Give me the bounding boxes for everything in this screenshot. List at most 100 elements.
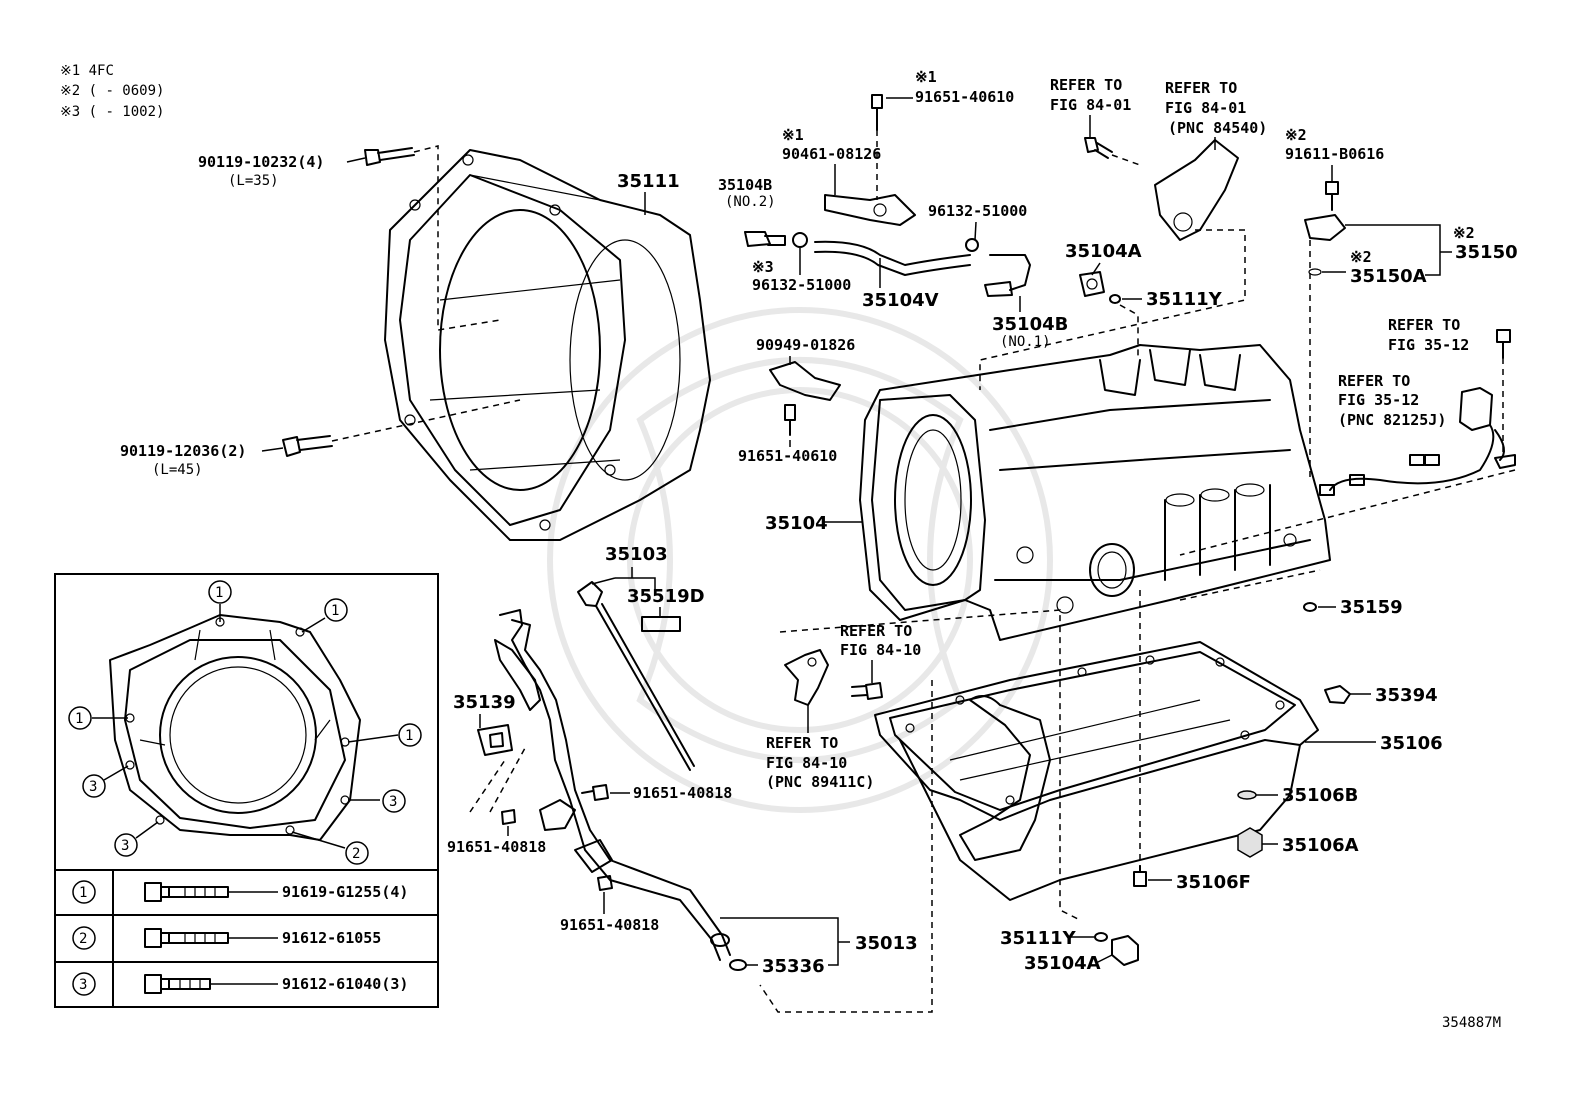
label-35104B-no1: 35104B [992, 314, 1068, 335]
tag-35519D-icon [641, 616, 681, 632]
label-91651-40818-b: 91651-40818 [447, 838, 546, 856]
wire-harness-icon [1319, 387, 1516, 496]
refer-35-12-a-line2: FIG 35-12 [1388, 336, 1469, 354]
refer-84-10-b-line3: (PNC 89411C) [766, 773, 874, 791]
sensor-89411C-icon [784, 649, 829, 706]
bolt-91651-40818-c-icon [597, 875, 613, 891]
label-35150A: 35150A [1350, 266, 1427, 287]
label-35111Y-bottom: 35111Y [1000, 928, 1077, 949]
watermark [547, 307, 1053, 813]
sensor-35150-icon [1304, 214, 1346, 241]
inset-panel: 1 1 1 1 3 3 3 2 1 91619-G1255(4) 2 [54, 573, 439, 1008]
label-35336: 35336 [762, 956, 825, 977]
label-35106: 35106 [1380, 733, 1443, 754]
inset-callout: 1 [405, 728, 413, 744]
bolt-91611-B0616-icon [1325, 181, 1339, 211]
bolt-91651-40818-a-icon [581, 784, 609, 801]
label-91651-40818-c: 91651-40818 [560, 916, 659, 934]
bolt-refer-35-12-icon [1496, 329, 1511, 359]
refer-84-10-a-line1: REFER TO [840, 622, 912, 640]
oring-35336-icon [729, 959, 747, 971]
label-90119-10232: 90119-10232(4) [198, 153, 324, 171]
label-90461-08126: 90461-08126 [782, 145, 881, 163]
note-1: ※1 4FC [60, 63, 114, 79]
label-96132-51000-b: 96132-51000 [752, 276, 851, 294]
label-91651-40610-top: 91651-40610 [915, 88, 1014, 106]
inset-callout: 3 [389, 794, 397, 810]
breather-pipe-group [744, 94, 1031, 297]
label-mark3: ※3 [752, 258, 774, 276]
bracket-90949-01826-icon [769, 361, 841, 401]
note-3: ※3 ( - 1002) [60, 104, 164, 120]
label-35103: 35103 [605, 544, 668, 565]
label-35104B-no2-sub: (NO.2) [725, 194, 776, 210]
inset-row-key: 2 [79, 931, 87, 947]
inset-row-part: 91619-G1255(4) [282, 883, 408, 901]
inset-callout: 1 [75, 711, 83, 727]
label-35013: 35013 [855, 933, 918, 954]
refer-35-12-b-line1: REFER TO [1338, 372, 1410, 390]
gasket-35394-icon [1324, 685, 1351, 704]
diagram-id: 354887M [1442, 1015, 1501, 1031]
bell-housing-35111 [384, 149, 711, 541]
inset-callout: 1 [331, 603, 339, 619]
note-2: ※2 ( - 0609) [60, 83, 164, 99]
label-mark2-b: ※2 [1453, 224, 1475, 242]
plug-35104A-bottom-icon [1111, 935, 1139, 966]
drain-plug-35106A-icon [1237, 827, 1263, 858]
dipstick-35103-icon [577, 581, 695, 771]
label-35111: 35111 [617, 171, 680, 192]
label-35150: 35150 [1455, 242, 1518, 263]
label-mark2-c: ※2 [1350, 248, 1372, 266]
refer-84-10-b-line2: FIG 84-10 [766, 754, 847, 772]
label-90119-12036-length: (L=45) [152, 462, 203, 478]
oring-35111Y-bottom-icon [1094, 932, 1108, 942]
washer-35106B-icon [1237, 790, 1257, 800]
transmission-case-35104 [859, 344, 1331, 641]
clip-35139-icon [477, 724, 513, 756]
label-mark2-a: ※2 [1285, 126, 1307, 144]
label-91651-40610-mid: 91651-40610 [738, 447, 837, 465]
bolt-refer-84-10-icon [851, 682, 883, 700]
notes: ※1 4FC ※2 ( - 0609) ※3 ( - 1002) [60, 63, 164, 120]
refer-35-12-b-line2: FIG 35-12 [1338, 391, 1419, 409]
inset-row-key: 3 [79, 977, 87, 993]
label-mark1-a: ※1 [782, 126, 804, 144]
refer-84-01-a-line2: FIG 84-01 [1050, 96, 1131, 114]
label-90949-01826: 90949-01826 [756, 336, 855, 354]
refer-84-01-b-line3: (PNC 84540) [1168, 119, 1267, 137]
label-91651-40818-a: 91651-40818 [633, 784, 732, 802]
refer-35-12-b-line3: (PNC 82125J) [1338, 411, 1446, 429]
label-35519D: 35519D [627, 586, 705, 607]
label-91611-B0616: 91611-B0616 [1285, 145, 1384, 163]
refer-84-01-b-line2: FIG 84-01 [1165, 99, 1246, 117]
label-35111Y-top: 35111Y [1146, 289, 1223, 310]
label-35104A-top: 35104A [1065, 241, 1142, 262]
label-35106A: 35106A [1282, 835, 1359, 856]
label-35159: 35159 [1340, 597, 1403, 618]
inset-callout: 3 [89, 779, 97, 795]
label-90119-12036: 90119-12036(2) [120, 442, 246, 460]
oil-pan-35106 [874, 641, 1319, 901]
bolt-90119-12036-icon [261, 435, 333, 457]
bolt-90119-10232-icon [346, 147, 415, 166]
label-35106B: 35106B [1282, 785, 1358, 806]
bolt-91651-40610-mid-icon [784, 404, 796, 436]
label-35104: 35104 [765, 513, 828, 534]
refer-84-01-a-line1: REFER TO [1050, 76, 1122, 94]
inset-callout: 3 [121, 838, 129, 854]
sensor-84540-icon [1154, 139, 1239, 241]
inset-row-part: 91612-61040(3) [282, 975, 408, 993]
label-90119-10232-length: (L=35) [228, 173, 279, 189]
label-35139: 35139 [453, 692, 516, 713]
label-35104V: 35104V [862, 290, 939, 311]
refer-84-01-b-line1: REFER TO [1165, 79, 1237, 97]
refer-84-10-a-line2: FIG 84-10 [840, 641, 921, 659]
label-35104B-no2: 35104B [718, 176, 772, 194]
label-mark1-b: ※1 [915, 68, 937, 86]
label-35104A-bottom: 35104A [1024, 953, 1101, 974]
bolt-91612-61055-icon [144, 928, 229, 948]
label-96132-51000-a: 96132-51000 [928, 202, 1027, 220]
inset-callout: 1 [215, 585, 223, 601]
